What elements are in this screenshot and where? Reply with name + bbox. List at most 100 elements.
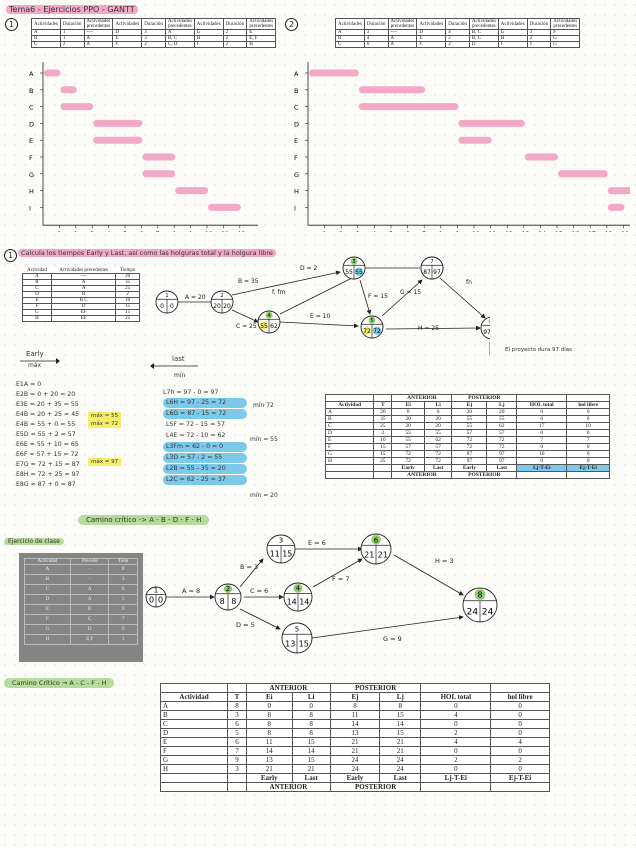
table-cell: F (112, 41, 143, 48)
table-footer-spacer (490, 782, 550, 792)
table-cell: 72 (391, 450, 425, 458)
table-cell: 2 (420, 755, 492, 765)
node-number: 2 (226, 585, 230, 593)
node-number: 5 (370, 318, 373, 324)
gantt-tick-label: 17 (588, 231, 596, 232)
node-early: 13 (285, 639, 295, 648)
table-header: Actividades precedentes (550, 18, 581, 30)
gantt-tick-label: 12 (238, 231, 246, 232)
table-cell: 14 (245, 746, 293, 756)
table-footer-spacer (159, 782, 229, 792)
table-cell: 72 (423, 457, 453, 465)
early-arrow-icon (20, 358, 60, 364)
table-cell: H (24, 634, 71, 645)
table-cell: 20 (423, 415, 453, 423)
gantt-tick-label: 13 (522, 231, 530, 232)
table-cell: 0 (516, 415, 568, 423)
gantt-row-label: I (29, 204, 31, 212)
gantt-chart-1: ABCDEFGHI123456789101112 (29, 62, 258, 232)
node-last: 20 (223, 303, 231, 310)
last-calc-line: L2B = 55 - 35 = 20 (163, 464, 247, 474)
node-number: 1 (154, 587, 158, 595)
table-header: Duración (222, 18, 248, 30)
node-early: 0 (149, 596, 154, 605)
last-calc-line: L3Fm = 62 - 0 = 0 (163, 442, 247, 452)
table-cell: G (324, 450, 375, 458)
node-number: 3 (279, 537, 283, 545)
node-early: 8 (220, 597, 225, 606)
table-footer: Last (291, 773, 331, 783)
gantt-bar (524, 153, 558, 161)
table-cell: A (24, 564, 71, 575)
table-cell: 0 (490, 746, 550, 756)
table-cell: C (335, 41, 365, 48)
table-footer: Last (423, 464, 453, 472)
table-cell: 0 (490, 764, 550, 774)
table-cell: 25 (115, 315, 140, 322)
table-group-header: ANTERIOR (245, 683, 331, 693)
table-header: Actividad (27, 268, 47, 273)
early-calc-line: E8G = 87 + 0 = 87 (16, 481, 76, 488)
table-cell: C, D (164, 41, 195, 48)
table-footer: Last (379, 773, 422, 783)
node-last: 62 (270, 323, 278, 330)
table-cell: B (159, 710, 229, 720)
gantt-tick-label: 7 (156, 231, 160, 232)
node-last: 15 (282, 550, 292, 559)
table-header: Actividades precedentes (59, 268, 108, 273)
last-calc-line: L4E = 72 - 10 = 62 (166, 432, 226, 439)
table-cell: F (416, 41, 447, 48)
table-header: Actividades (112, 18, 143, 30)
node-number: 1 (165, 293, 168, 299)
last-result-2: mín = 55 (250, 436, 278, 443)
node-early: 55 (345, 269, 353, 276)
gantt-tick-label: 7 (422, 231, 426, 232)
table-header: Duración (363, 18, 389, 30)
table-cell: 10 (373, 436, 393, 444)
table-cell: 55 (391, 429, 425, 437)
table-cell: H (324, 457, 375, 465)
table-header-spacer (324, 394, 375, 402)
gantt-row-label: F (294, 154, 298, 162)
table-header: Actividades precedentes (468, 18, 499, 30)
gantt-row-label: I (294, 204, 296, 212)
table-cell: 6 (227, 719, 247, 729)
table-cell: 0 (291, 701, 331, 711)
table-cell: D (24, 594, 71, 605)
node-number: 8 (477, 590, 482, 599)
gantt-tick-label: 1 (57, 231, 61, 232)
table-cell: 0 (391, 408, 425, 416)
table-cell: 0 (516, 408, 568, 416)
table-cell: 7 (108, 614, 138, 625)
table-cell: A (387, 41, 418, 48)
table-cell: 24 (329, 755, 381, 765)
table-cell: 0 (490, 710, 550, 720)
table-cell: - (69, 564, 110, 575)
table-cell: 20 (391, 422, 425, 430)
table-footer-spacer (566, 471, 610, 479)
table-cell: A (159, 701, 229, 711)
gantt-row-label: H (29, 188, 34, 196)
gantt-row-label: A (294, 70, 299, 78)
table-header-spacer (516, 394, 568, 402)
table-cell: B (24, 574, 71, 585)
table-cell: 8 (108, 564, 138, 575)
node-early: 20 (213, 303, 221, 310)
gantt-row-label: G (29, 171, 34, 179)
table-cell: 4 (420, 710, 492, 720)
table-cell: 14 (379, 719, 422, 729)
edge-label: D = 2 (300, 265, 317, 272)
